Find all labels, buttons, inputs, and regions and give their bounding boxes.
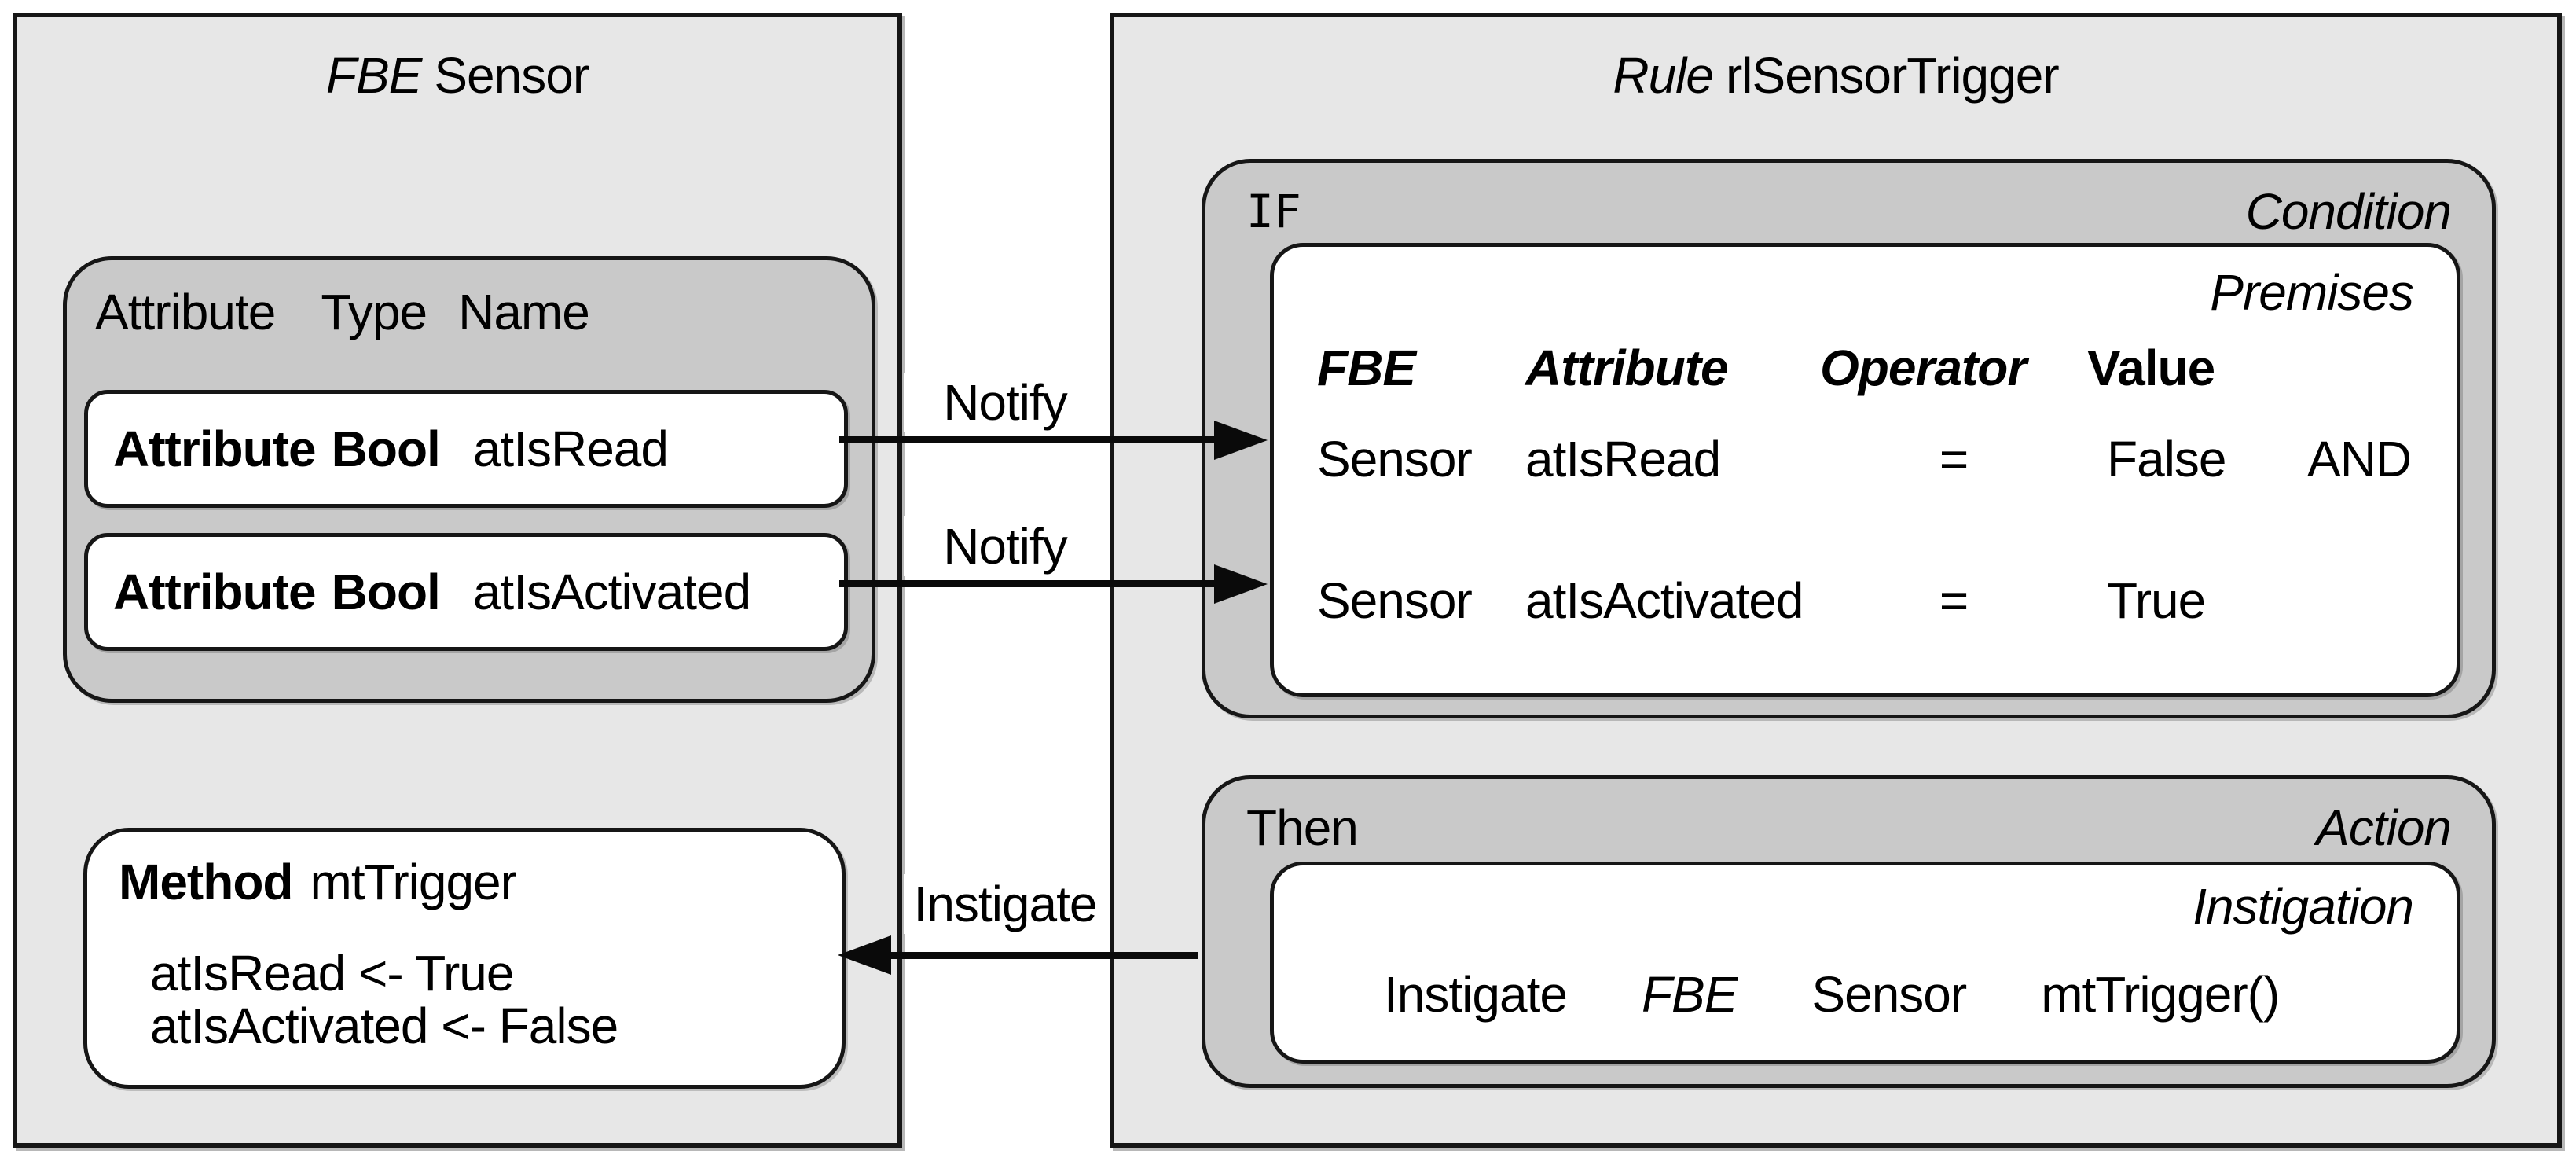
- action-label: Action: [2316, 799, 2452, 856]
- instigation-label: Instigation: [2193, 878, 2414, 935]
- attribute-type: Bool: [331, 421, 441, 477]
- attribute-keyword: Attribute: [113, 421, 317, 477]
- premise-fbe: Sensor: [1317, 431, 1473, 487]
- premises-col-operator: Operator: [1820, 340, 2027, 396]
- attribute-row-atisactivated: Attribute Bool atIsActivated: [84, 533, 848, 651]
- premise-row: Sensor atIsActivated = True: [1274, 572, 2449, 629]
- type-col-header: Type: [321, 284, 427, 340]
- notify-arrow-1: [839, 436, 1214, 443]
- name-col-header: Name: [458, 284, 590, 340]
- attribute-row-text: Attribute Bool atIsActivated: [113, 537, 751, 647]
- notify-arrow-2: [839, 580, 1214, 587]
- premise-fbe: Sensor: [1317, 572, 1473, 629]
- rule-title-prefix: Rule: [1613, 47, 1714, 104]
- attribute-row-atisread: Attribute Bool atIsRead: [84, 390, 848, 508]
- premises-col-fbe: FBE: [1317, 340, 1416, 396]
- fbe-title-prefix: FBE: [325, 47, 422, 104]
- premise-value: False: [2107, 431, 2227, 487]
- attribute-name: atIsActivated: [472, 564, 751, 620]
- then-keyword: Then: [1246, 799, 1359, 856]
- instigation-target: Sensor: [1811, 966, 1967, 1023]
- attribute-name: atIsRead: [472, 421, 669, 477]
- instigate-arrowhead: [838, 935, 891, 975]
- attribute-group-header: Attribute Type Name: [95, 284, 590, 340]
- premise-attribute: atIsActivated: [1525, 572, 1804, 629]
- notify-arrowhead-2: [1214, 564, 1268, 604]
- premise-connector: AND: [2307, 431, 2412, 487]
- method-name: mtTrigger: [310, 854, 517, 910]
- premises-label: Premises: [2210, 264, 2414, 321]
- attribute-row-text: Attribute Bool atIsRead: [113, 394, 669, 504]
- if-keyword: IF: [1246, 185, 1301, 238]
- instigation-box: Instigation Instigate FBE Sensor mtTrigg…: [1270, 862, 2460, 1064]
- condition-group: IF Condition Premises FBE Attribute Oper…: [1202, 159, 2496, 718]
- premise-row: Sensor atIsRead = False AND: [1274, 431, 2449, 487]
- method-statement: atIsRead <- True: [150, 945, 514, 1001]
- notify-label-2: Notify: [904, 516, 1106, 576]
- premises-box: Premises FBE Attribute Operator Value Se…: [1270, 243, 2460, 697]
- premise-attribute: atIsRead: [1525, 431, 1721, 487]
- notify-arrowhead-1: [1214, 421, 1268, 460]
- method-box: Method mtTrigger atIsRead <- True atIsAc…: [83, 828, 846, 1089]
- premises-col-attribute: Attribute: [1525, 340, 1729, 396]
- notify-label-1: Notify: [904, 373, 1106, 432]
- instigation-method: mtTrigger(): [2041, 966, 2280, 1023]
- instigation-statement: Instigate FBE Sensor mtTrigger(): [1384, 966, 2280, 1023]
- method-keyword: Method: [119, 854, 293, 910]
- premise-operator: =: [1939, 431, 1969, 487]
- instigate-label: Instigate: [904, 874, 1106, 934]
- instigation-verb: Instigate: [1384, 966, 1568, 1023]
- premises-col-value: Value: [2087, 340, 2215, 396]
- rule-title-name: rlSensorTrigger: [1725, 47, 2060, 104]
- attribute-col-header: Attribute: [95, 284, 276, 340]
- method-signature: Method mtTrigger: [119, 854, 517, 910]
- attribute-group: Attribute Type Name Attribute Bool atIsRea…: [63, 256, 875, 703]
- action-group: Then Action Instigation Instigate FBE Se…: [1202, 775, 2496, 1088]
- condition-label: Condition: [2245, 183, 2452, 240]
- premises-header-row: FBE Attribute Operator Value: [1274, 340, 2449, 396]
- premise-value: True: [2107, 572, 2206, 629]
- instigation-fbe-keyword: FBE: [1641, 966, 1738, 1023]
- premise-operator: =: [1939, 572, 1969, 629]
- instigate-arrow: [886, 952, 1198, 959]
- fbe-title-name: Sensor: [434, 47, 589, 104]
- attribute-keyword: Attribute: [113, 564, 317, 620]
- method-statement: atIsActivated <- False: [150, 998, 618, 1054]
- attribute-type: Bool: [331, 564, 441, 620]
